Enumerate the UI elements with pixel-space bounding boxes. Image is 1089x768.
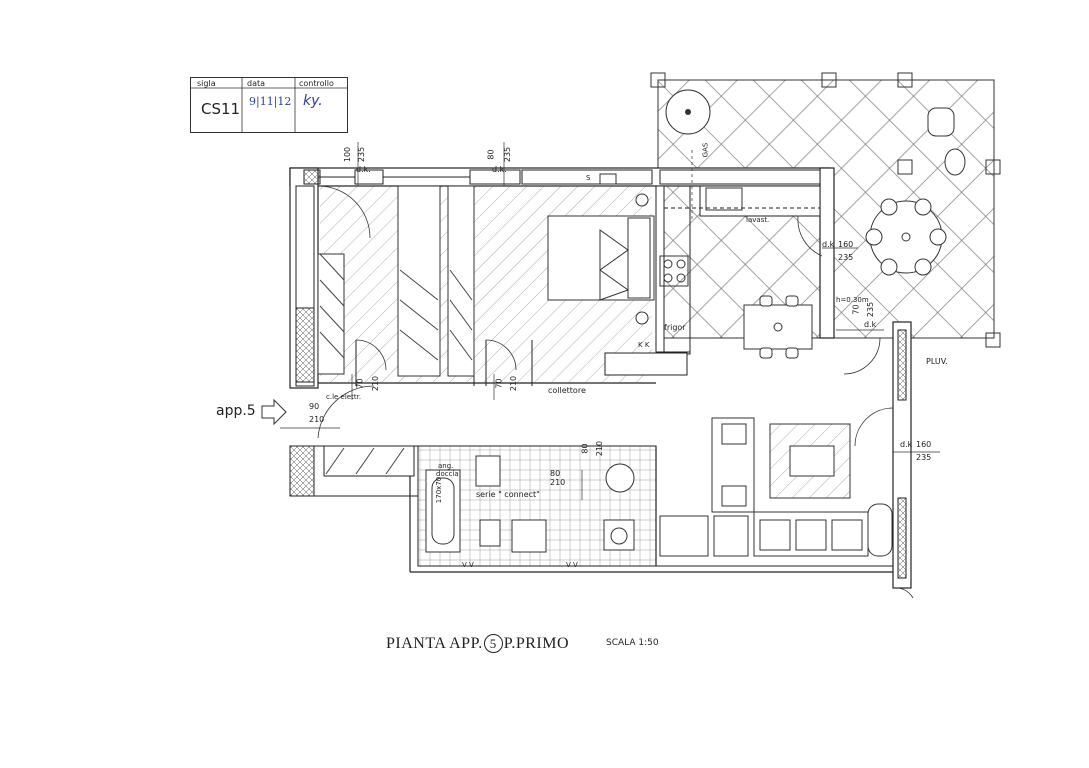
title-block-grid [191,78,347,132]
dim-210-c: 210 [595,440,605,457]
title-apartment-number: 5 [483,634,503,653]
header-data: data [247,79,266,88]
dim-235-a: 235 [357,146,367,163]
dim-80-b: 80 [580,443,590,454]
vv-label-b: V V [566,561,578,569]
bed [547,193,655,325]
h-label: h=0.30m [836,296,869,304]
header-sigla: sigla [197,79,216,88]
app-label: app.5 [216,403,256,419]
header-controllo: controllo [299,79,334,88]
dim-235-b: 235 [503,146,513,163]
doccia-label: doccia [436,470,459,478]
frigor-label: frigor [664,323,686,332]
living-area [659,417,893,557]
dim-210-d: 210 [550,478,566,487]
door-width-90: 90 [309,402,320,411]
dim-160-a: 160 [838,240,854,249]
data-value: 9|11|12 [249,95,292,108]
entrance-arrow [261,398,287,426]
walls [289,167,912,589]
dim-235-e: 235 [916,453,932,462]
cle-elettr-label: c.le elettr. [326,393,362,401]
dim-100: 100 [343,146,353,163]
dimension-lines [280,142,940,500]
title-block: sigla data controllo CS11 9|11|12 ky. [190,77,348,133]
dk-label-c: d.k [822,240,835,249]
dining-table [743,295,813,359]
serie-label: serie " connect" [476,490,540,499]
dim-235-c: 235 [838,253,854,262]
title-suffix: P.PRIMO [503,635,570,652]
scale-label: SCALA 1:50 [606,638,659,648]
gas-label: GAS [701,142,710,158]
collettore-label: collettore [548,386,586,395]
dim-210-b: 210 [509,375,519,392]
dim-235-d: 235 [866,301,876,318]
dk-label-b: d.k. [492,165,507,174]
dk-label-e: d.k [900,440,913,449]
kk-label: K K [638,341,650,349]
sigla-value: CS11 [201,100,241,118]
title-prefix: PIANTA APP. [386,635,483,652]
dim-160-b: 160 [916,440,932,449]
dim-70-a: 70 [851,304,861,315]
pluv-label: PLUV. [926,357,948,366]
s-sign: S [586,174,591,182]
door-height-210: 210 [309,415,325,424]
controllo-signature: ky. [303,93,323,109]
vv-label-a: V V [462,561,474,569]
lavast-label: lavast. [746,216,770,224]
kitchen [599,173,743,287]
dim-70-c: 70 [494,378,504,389]
dim-80-c: 80 [550,469,561,478]
dim-210-a: 210 [371,375,381,392]
wardrobes [317,185,475,377]
ang-label: ang. [438,462,454,470]
dim-80-a: 80 [486,149,496,160]
size-170-label: 170x70 [435,476,444,504]
dk-label-d: d.k [864,320,877,329]
dim-70-b: 70 [355,378,365,389]
bathroom [425,455,635,553]
dk-label-a: d.k. [356,165,371,174]
